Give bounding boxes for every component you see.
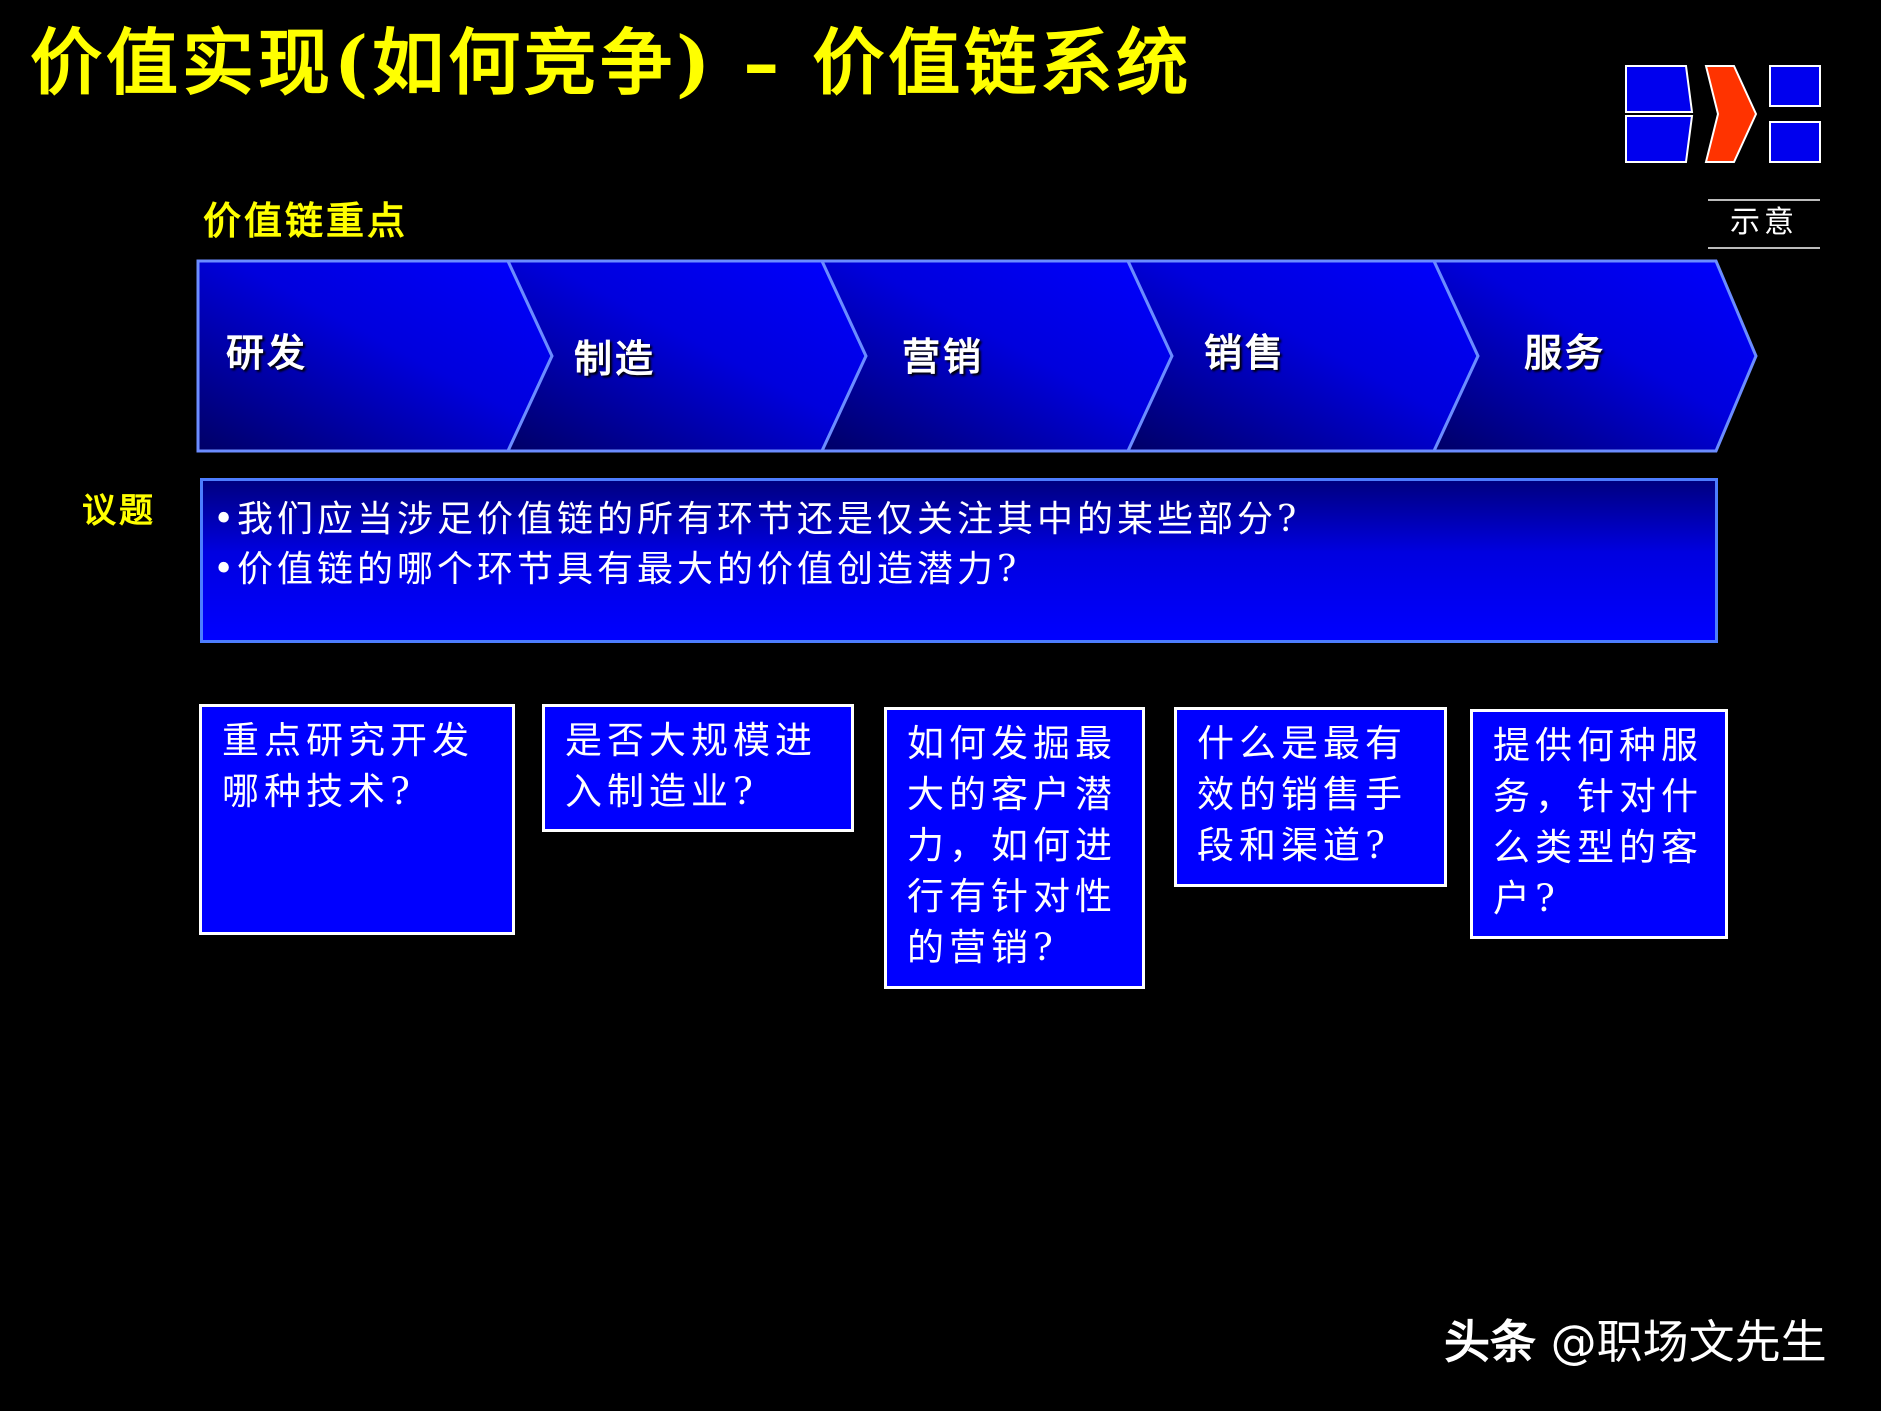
issues-box: •我们应当涉足价值链的所有环节还是仅关注其中的某些部分? •价值链的哪个环节具有…	[200, 478, 1718, 643]
page-title: 价值实现(如何竞争) – 价值链系统	[30, 20, 1193, 105]
symbol-top-rule	[1708, 199, 1820, 201]
bullet-icon: •	[213, 499, 239, 540]
value-chain-logo-icon	[1625, 65, 1821, 163]
question-box-manufacturing: 是否大规模进入制造业?	[542, 704, 854, 832]
chain-label-manufacturing: 制造	[574, 336, 657, 381]
chain-segment-sales	[1125, 259, 1480, 453]
chain-label-service: 服务	[1524, 330, 1607, 375]
issue-item: •价值链的哪个环节具有最大的价值创造潜力?	[213, 545, 1020, 595]
question-box-service: 提供何种服务，针对什么类型的客户?	[1470, 709, 1728, 939]
issue-text: 价值链的哪个环节具有最大的价值创造潜力?	[237, 549, 1021, 590]
chain-segment-manufacturing	[505, 259, 868, 453]
bullet-icon: •	[213, 549, 239, 590]
chain-segment-service	[1431, 259, 1758, 453]
symbol-bottom-rule	[1708, 247, 1820, 249]
watermark: 头条 @职场文先生	[1444, 1312, 1827, 1372]
question-box-marketing: 如何发掘最大的客户潜力，如何进行有针对性的营销?	[884, 707, 1145, 989]
issues-label: 议题	[82, 491, 156, 531]
issue-item: •我们应当涉足价值链的所有环节还是仅关注其中的某些部分?	[213, 495, 1300, 545]
section-subtitle: 价值链重点	[203, 198, 409, 243]
question-box-sales: 什么是最有效的销售手段和渠道?	[1174, 707, 1447, 887]
value-chain-diagram	[196, 259, 1758, 453]
chain-segment-marketing	[819, 259, 1174, 453]
question-box-rd: 重点研究开发哪种技术?	[199, 704, 515, 935]
issue-text: 我们应当涉足价值链的所有环节还是仅关注其中的某些部分?	[237, 499, 1301, 540]
chain-label-marketing: 营销	[902, 334, 985, 379]
chain-label-sales: 销售	[1204, 330, 1287, 375]
symbol-label: 示意	[1730, 205, 1798, 240]
chain-label-rd: 研发	[226, 330, 309, 375]
watermark-brand: 头条	[1444, 1315, 1536, 1369]
watermark-handle: @职场文先生	[1550, 1315, 1827, 1369]
